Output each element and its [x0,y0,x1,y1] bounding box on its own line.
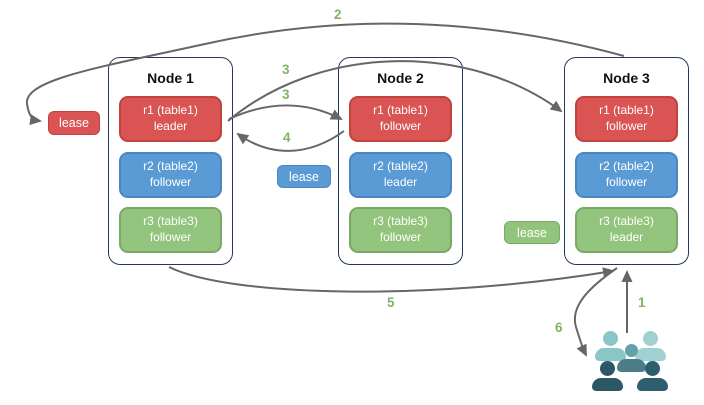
replica-role: follower [149,175,192,189]
lease-badge-table1: lease [48,111,100,135]
replica-role: follower [379,119,422,133]
replica-role: follower [149,230,192,244]
arrow-step-3-to-node2 [228,104,343,120]
lease-badge-table2: lease [277,165,331,188]
replica-role: leader [609,230,644,244]
node1-replica-r2: r2 (table2) follower [119,152,222,198]
replica-name: r3 (table3) [599,214,654,229]
node1-replica-r1: r1 (table1) leader [119,96,222,142]
node-3-title: Node 3 [603,70,650,86]
replica-role: follower [605,175,648,189]
node2-replica-r1: r1 (table1) follower [349,96,452,142]
replica-name: r2 (table2) [143,159,198,174]
replica-name: r3 (table3) [143,214,198,229]
step-label-6: 6 [555,320,563,335]
node-1: Node 1 r1 (table1) leader r2 (table2) fo… [108,57,233,265]
replica-name: r1 (table1) [373,103,428,118]
node2-replica-r2: r2 (table2) leader [349,152,452,198]
replica-name: r3 (table3) [373,214,428,229]
node-3: Node 3 r1 (table1) follower r2 (table2) … [564,57,689,265]
node3-replica-r3: r3 (table3) leader [575,207,678,253]
replica-role: follower [605,119,648,133]
node1-replica-r3: r3 (table3) follower [119,207,222,253]
step-label-5: 5 [387,295,395,310]
replica-role: follower [379,230,422,244]
node-2-title: Node 2 [377,70,424,86]
arrow-step-4-ack [236,130,345,152]
node3-replica-r2: r2 (table2) follower [575,152,678,198]
step-label-3a: 3 [282,62,290,77]
arrow-step-5 [168,266,615,293]
step-label-4: 4 [283,130,291,145]
node-2: Node 2 r1 (table1) follower r2 (table2) … [338,57,463,265]
users-group-icon [592,331,670,393]
replica-name: r2 (table2) [599,159,654,174]
step-label-1: 1 [638,295,646,310]
lease-badge-table3: lease [504,221,560,244]
step-label-3b: 3 [282,87,290,102]
replica-name: r2 (table2) [373,159,428,174]
replica-name: r1 (table1) [143,103,198,118]
replica-role: leader [383,175,418,189]
node2-replica-r3: r3 (table3) follower [349,207,452,253]
replica-role: leader [153,119,188,133]
node-1-title: Node 1 [147,70,194,86]
node3-replica-r1: r1 (table1) follower [575,96,678,142]
replica-name: r1 (table1) [599,103,654,118]
step-label-2: 2 [334,7,342,22]
